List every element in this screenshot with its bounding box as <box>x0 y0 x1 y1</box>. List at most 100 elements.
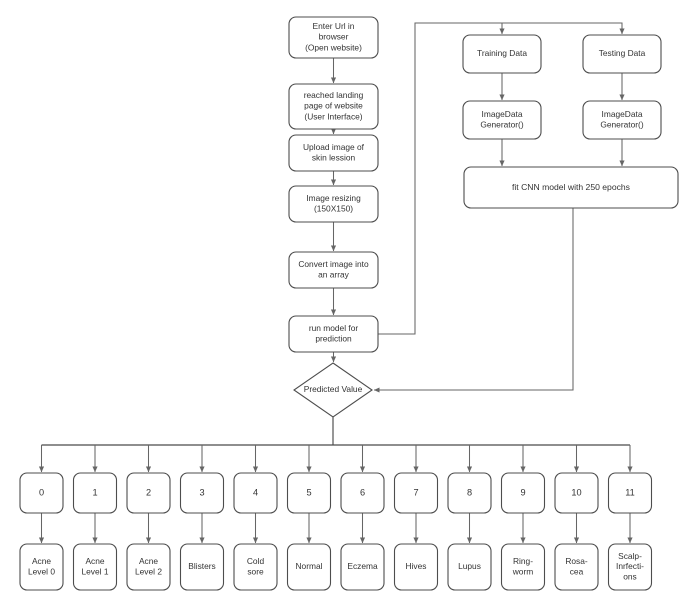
node-class-index-4-text: 4 <box>253 487 258 497</box>
node-class-label-11: Scalp-Inrfecti-ons <box>607 543 653 591</box>
node-class-label-9: Ring-worm <box>500 543 546 591</box>
node-reached-landing-shape <box>288 83 379 130</box>
node-class-index-8-shape <box>447 472 492 514</box>
node-testing-data-text: Testing Data <box>599 48 646 58</box>
node-testing-data-shape <box>582 34 662 74</box>
node-class-index-3-text: 3 <box>199 487 204 497</box>
node-class-label-6-text: Eczema <box>347 561 378 571</box>
node-class-label-9-text: worm <box>512 566 533 576</box>
node-class-index-4: 4 <box>233 472 278 514</box>
node-class-label-11-text: ons <box>623 572 637 582</box>
node-class-label-10-text: cea <box>570 566 584 576</box>
node-class-label-8: Lupus <box>447 543 492 591</box>
node-class-index-9-shape <box>500 472 546 514</box>
node-class-label-1-text: Acne <box>85 556 104 566</box>
node-predicted-value-shape <box>293 362 373 418</box>
node-class-index-2-shape <box>126 472 171 514</box>
edge-fit-cnn-to-predicted-value <box>373 208 574 393</box>
node-class-label-7: Hives <box>393 543 439 591</box>
node-training-data-shape <box>462 34 542 74</box>
node-class-label-5-shape <box>286 543 332 591</box>
node-class-label-7-text: Hives <box>406 561 427 571</box>
node-class-index-11-shape <box>607 472 653 514</box>
node-class-index-9-text: 9 <box>520 487 525 497</box>
node-class-label-3-text: Blisters <box>188 561 215 571</box>
node-class-index-1: 1 <box>72 472 118 514</box>
node-class-index-6-text: 6 <box>360 487 365 497</box>
node-class-index-0-text: 0 <box>39 487 44 497</box>
node-enter-url-shape <box>288 16 379 59</box>
node-enter-url-text: browser <box>319 32 349 42</box>
node-run-model-text: run model for <box>309 323 359 333</box>
node-upload-image-text: skin lession <box>312 153 356 163</box>
node-class-label-4-text: Cold <box>247 556 265 566</box>
node-class-label-1-text: Level 1 <box>81 566 108 576</box>
node-training-idg-text: ImageData <box>482 109 523 119</box>
node-run-model-shape <box>288 315 379 353</box>
node-fit-cnn-shape <box>463 166 679 209</box>
node-class-label-0-shape <box>19 543 64 591</box>
node-convert-array-text: Convert image into <box>298 259 369 269</box>
node-reached-landing-text: (User Interface) <box>304 111 362 121</box>
node-testing-data: Testing Data <box>582 34 662 74</box>
node-convert-array-text: an array <box>318 270 350 280</box>
node-class-label-5: Normal <box>286 543 332 591</box>
node-class-index-4-shape <box>233 472 278 514</box>
node-testing-idg-text: ImageData <box>602 109 643 119</box>
node-class-index-11-text: 11 <box>625 487 635 497</box>
node-enter-url-text: Enter Url in <box>313 21 355 31</box>
node-image-resizing-shape <box>288 185 379 223</box>
node-reached-landing-text: page of website <box>304 101 363 111</box>
edge-run-model-to-testing-data <box>378 22 625 335</box>
node-class-label-9-text: Ring- <box>513 556 533 566</box>
node-class-label-8-text: Lupus <box>458 561 481 571</box>
node-class-index-1-text: 1 <box>92 487 97 497</box>
node-training-data: Training Data <box>462 34 542 74</box>
node-class-label-8-shape <box>447 543 492 591</box>
node-upload-image-text: Upload image of <box>303 142 365 152</box>
node-class-index-7-shape <box>393 472 439 514</box>
node-class-index-3: 3 <box>179 472 225 514</box>
node-class-index-7: 7 <box>393 472 439 514</box>
node-class-label-10: Rosa-cea <box>554 543 599 591</box>
node-class-label-11-shape <box>607 543 653 591</box>
node-reached-landing-text: reached landing <box>304 90 364 100</box>
node-predicted-value-text: Predicted Value <box>304 384 363 394</box>
node-class-label-2-shape <box>126 543 171 591</box>
node-class-index-2: 2 <box>126 472 171 514</box>
node-class-index-9: 9 <box>500 472 546 514</box>
node-class-index-5-shape <box>286 472 332 514</box>
node-class-index-6-shape <box>340 472 385 514</box>
node-class-index-8: 8 <box>447 472 492 514</box>
node-convert-array-shape <box>288 251 379 289</box>
node-class-index-5: 5 <box>286 472 332 514</box>
node-fit-cnn-text: fit CNN model with 250 epochs <box>512 182 630 192</box>
node-training-data-text: Training Data <box>477 48 527 58</box>
node-class-label-10-shape <box>554 543 599 591</box>
node-class-label-1-shape <box>72 543 118 591</box>
node-class-label-6-shape <box>340 543 385 591</box>
node-class-index-6: 6 <box>340 472 385 514</box>
node-class-index-3-shape <box>179 472 225 514</box>
node-predicted-value: Predicted Value <box>293 362 373 418</box>
node-upload-image-shape <box>288 134 379 172</box>
node-fit-cnn: fit CNN model with 250 epochs <box>463 166 679 209</box>
node-class-index-5-text: 5 <box>306 487 311 497</box>
node-class-label-3: Blisters <box>179 543 225 591</box>
node-class-index-10: 10 <box>554 472 599 514</box>
node-class-label-0-text: Level 0 <box>28 566 55 576</box>
node-class-label-6: Eczema <box>340 543 385 591</box>
node-class-index-11: 11 <box>607 472 653 514</box>
node-class-label-3-shape <box>179 543 225 591</box>
node-class-label-0-text: Acne <box>32 556 51 566</box>
node-class-index-8-text: 8 <box>467 487 472 497</box>
node-class-index-1-shape <box>72 472 118 514</box>
